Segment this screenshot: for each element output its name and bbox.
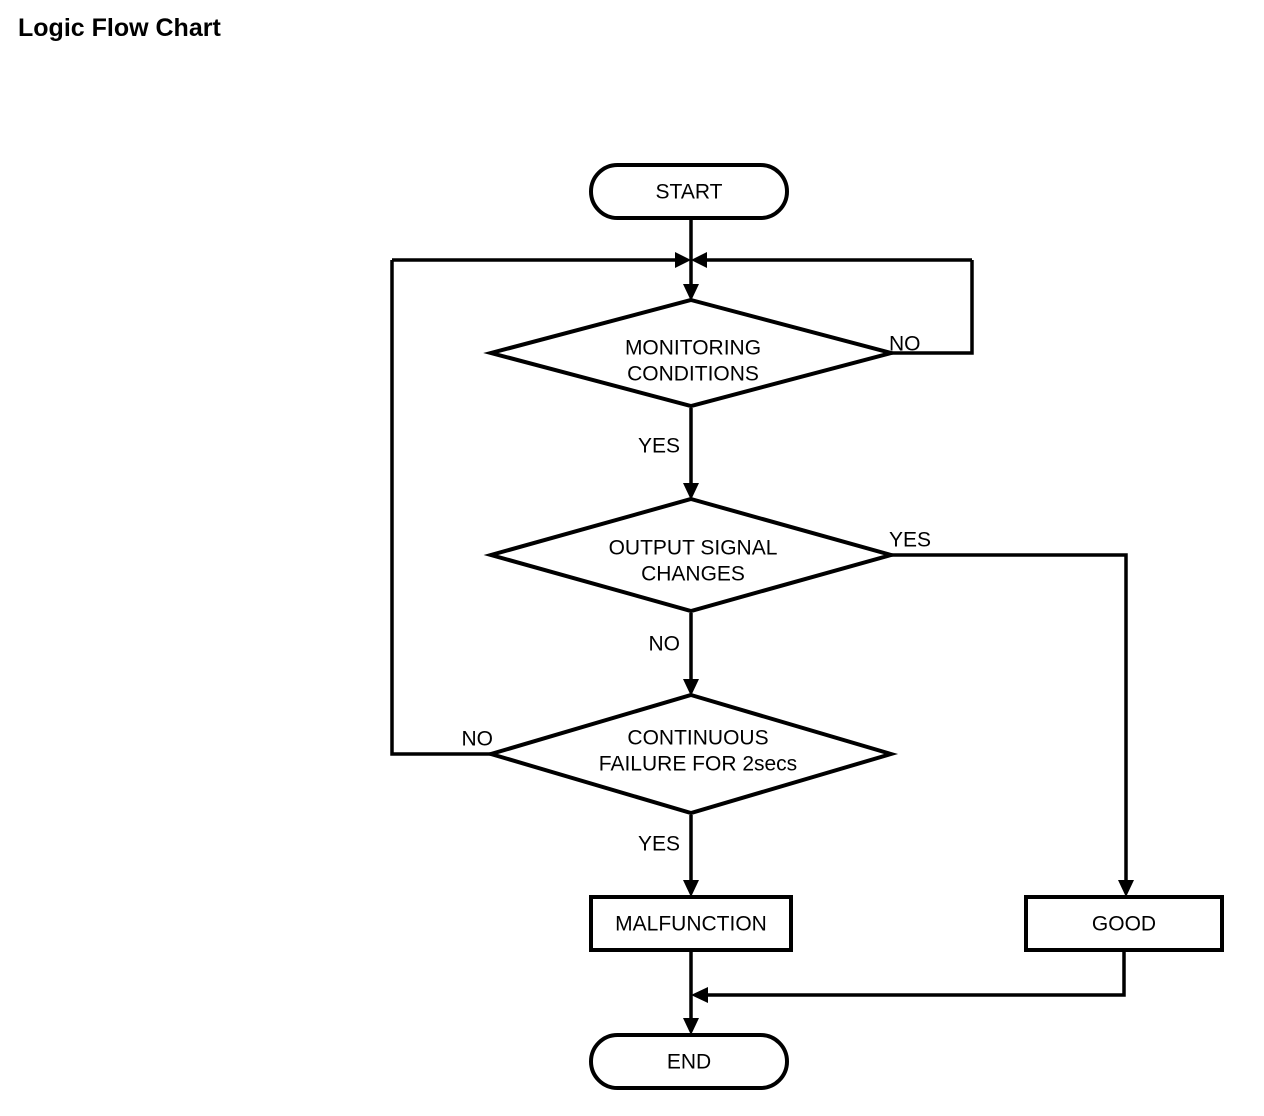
output-label-line2: CHANGES — [641, 563, 745, 586]
good-label: GOOD — [1092, 913, 1156, 936]
node-good[interactable]: GOOD — [1024, 895, 1224, 952]
end-shape — [589, 1033, 789, 1090]
connector-monitoring-no-loopback — [891, 260, 974, 355]
monitoring-diamond-shape — [483, 297, 899, 409]
page-title: Logic Flow Chart — [18, 14, 221, 42]
connector-output-yes-to-good — [891, 553, 1128, 888]
edge-label-failure-yes: YES — [638, 833, 680, 856]
monitoring-label-line2: CONDITIONS — [627, 363, 759, 386]
start-shape — [589, 163, 789, 220]
start-label: START — [656, 181, 723, 204]
node-end[interactable]: END — [589, 1033, 789, 1090]
failure-label-line1: CONTINUOUS — [627, 727, 768, 750]
arrowhead-into-output — [683, 483, 699, 500]
monitoring-label-line1: MONITORING — [625, 337, 761, 360]
failure-diamond-shape — [483, 692, 899, 816]
arrowhead-loopback-left — [675, 252, 691, 268]
arrowhead-into-malfunction — [683, 880, 699, 897]
node-decision-output[interactable]: OUTPUT SIGNAL CHANGES — [483, 496, 899, 614]
edge-label-output-yes: YES — [889, 529, 931, 552]
good-shape — [1024, 895, 1224, 952]
output-label-line1: OUTPUT SIGNAL — [609, 537, 778, 560]
node-decision-failure[interactable]: CONTINUOUS FAILURE FOR 2secs — [483, 692, 899, 816]
arrowhead-into-monitoring — [683, 284, 699, 301]
edge-label-monitoring-yes: YES — [638, 435, 680, 458]
connector-good-to-end-merge — [700, 950, 1126, 997]
arrowhead-good-merge — [691, 987, 708, 1003]
connector-failure-no-loopback — [390, 260, 491, 756]
failure-label-line2: FAILURE FOR 2secs — [599, 753, 797, 776]
edge-label-monitoring-no: NO — [889, 333, 921, 356]
malfunction-label: MALFUNCTION — [615, 913, 767, 936]
edge-label-failure-no: NO — [462, 728, 494, 751]
node-decision-monitoring[interactable]: MONITORING CONDITIONS — [483, 297, 899, 409]
end-label: END — [667, 1051, 711, 1074]
arrowhead-into-end — [683, 1018, 699, 1035]
malfunction-shape — [589, 895, 793, 952]
arrowhead-into-good — [1118, 880, 1134, 897]
node-start[interactable]: START — [589, 163, 789, 220]
arrowhead-into-failure — [683, 679, 699, 696]
node-malfunction[interactable]: MALFUNCTION — [589, 895, 793, 952]
edge-label-output-no: NO — [649, 633, 681, 656]
arrowhead-loopback-right — [691, 252, 707, 268]
output-diamond-shape — [483, 496, 899, 614]
